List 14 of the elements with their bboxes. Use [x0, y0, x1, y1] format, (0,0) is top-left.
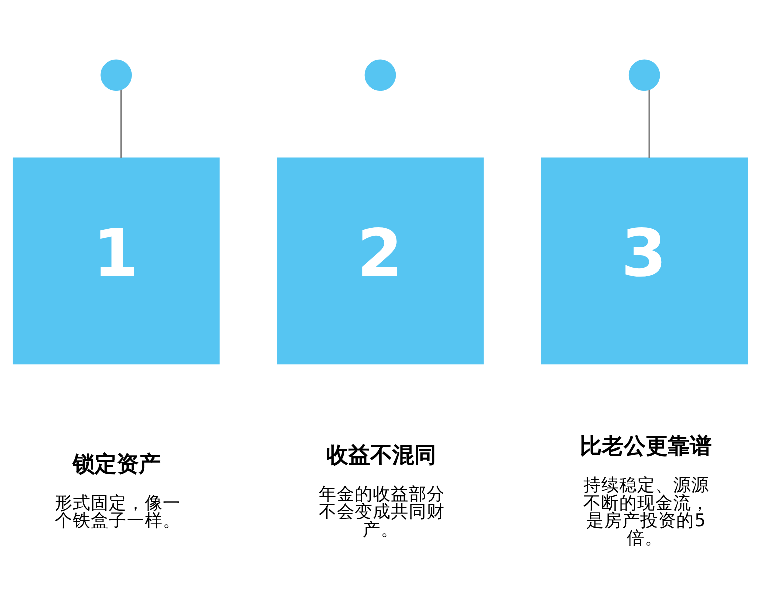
node-circle: [628, 60, 660, 92]
node-circle: [100, 60, 132, 92]
connector: [648, 90, 650, 158]
node-label: 形式固定，像一个铁盒子一样。: [55, 494, 182, 532]
node-box: 3: [541, 158, 748, 365]
node-label: 持续稳定、源源不断的现金流，是房产投资的5倍。: [583, 476, 710, 550]
node-circle: [364, 60, 396, 92]
connector: [120, 90, 122, 158]
node-box: 1: [12, 158, 220, 365]
node-label: 锁定资产: [72, 452, 161, 478]
node-label: 收益不混同: [326, 443, 437, 468]
node-label: 年金的收益部分不会变成共同财产。: [319, 484, 446, 540]
node-label: 比老公更靠谱: [580, 434, 712, 460]
node-box: 2: [277, 158, 484, 365]
